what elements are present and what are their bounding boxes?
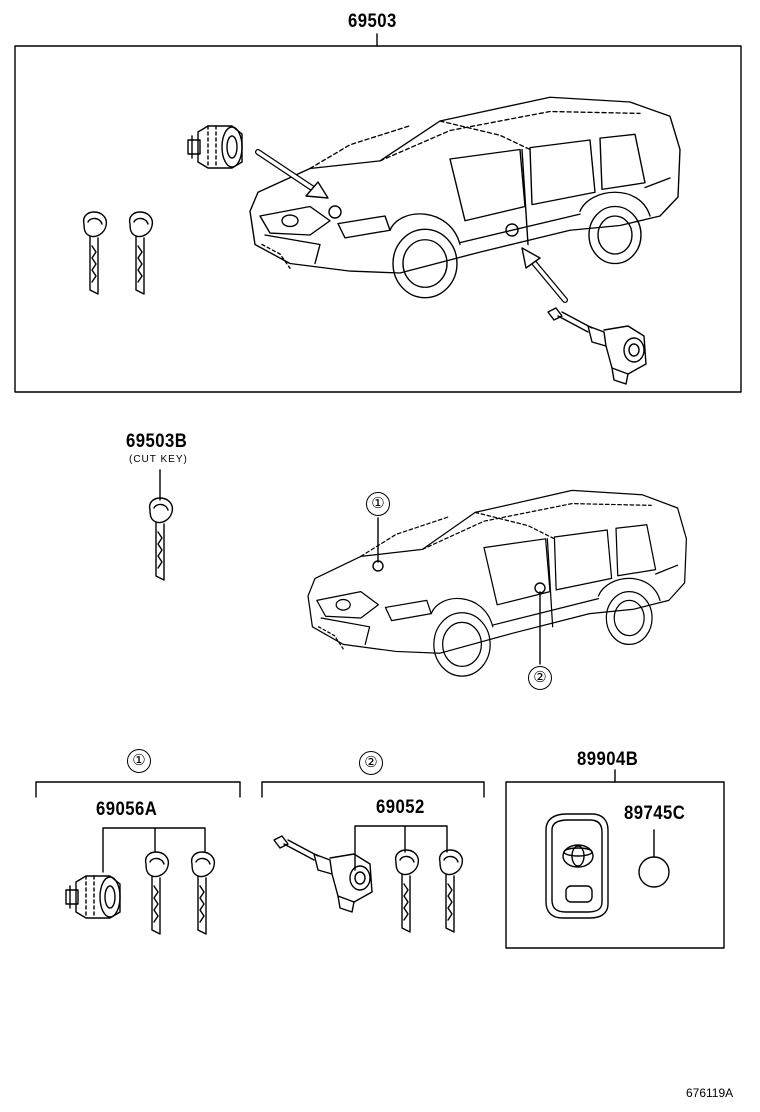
- group1-key-2: [190, 851, 216, 935]
- transmitter: [545, 813, 609, 919]
- group2-door-cylinder: [273, 835, 373, 913]
- group2-key-1: [394, 849, 420, 933]
- label-69503: 69503: [348, 11, 397, 32]
- key-left-2: [128, 211, 154, 295]
- door-lock-spot: [505, 223, 519, 237]
- suv-middle: [307, 489, 688, 677]
- label-69503b: 69503B: [126, 431, 188, 452]
- key-left-1: [82, 211, 108, 295]
- callout-1: ①: [366, 492, 390, 516]
- label-89904b: 89904B: [577, 749, 639, 770]
- cut-key: [148, 497, 174, 581]
- group1-key-1: [144, 851, 170, 935]
- transmitter-box: [505, 781, 725, 949]
- hood-lock-spot: [328, 205, 342, 219]
- group1-cylinder: [65, 875, 121, 919]
- group2-key-2: [438, 849, 464, 933]
- group1-leaders: [102, 827, 206, 873]
- kit-border: [14, 45, 742, 393]
- diagram-ref: 676119A: [686, 1086, 734, 1100]
- label-69052: 69052: [376, 797, 425, 818]
- group2-marker: ②: [359, 751, 383, 775]
- group1-marker: ①: [127, 749, 151, 773]
- label-cut-key-note: (CUT KEY): [129, 454, 188, 465]
- group2-bracket: [261, 781, 485, 798]
- hood-lock-cylinder: [187, 125, 243, 169]
- group1-bracket: [35, 781, 241, 798]
- battery: [638, 829, 670, 888]
- group2-leaders: [354, 825, 448, 871]
- label-69056a: 69056A: [96, 799, 158, 820]
- label-89745c: 89745C: [624, 803, 686, 824]
- callout-2: ②: [528, 666, 552, 690]
- door-lock-cylinder: [547, 307, 647, 385]
